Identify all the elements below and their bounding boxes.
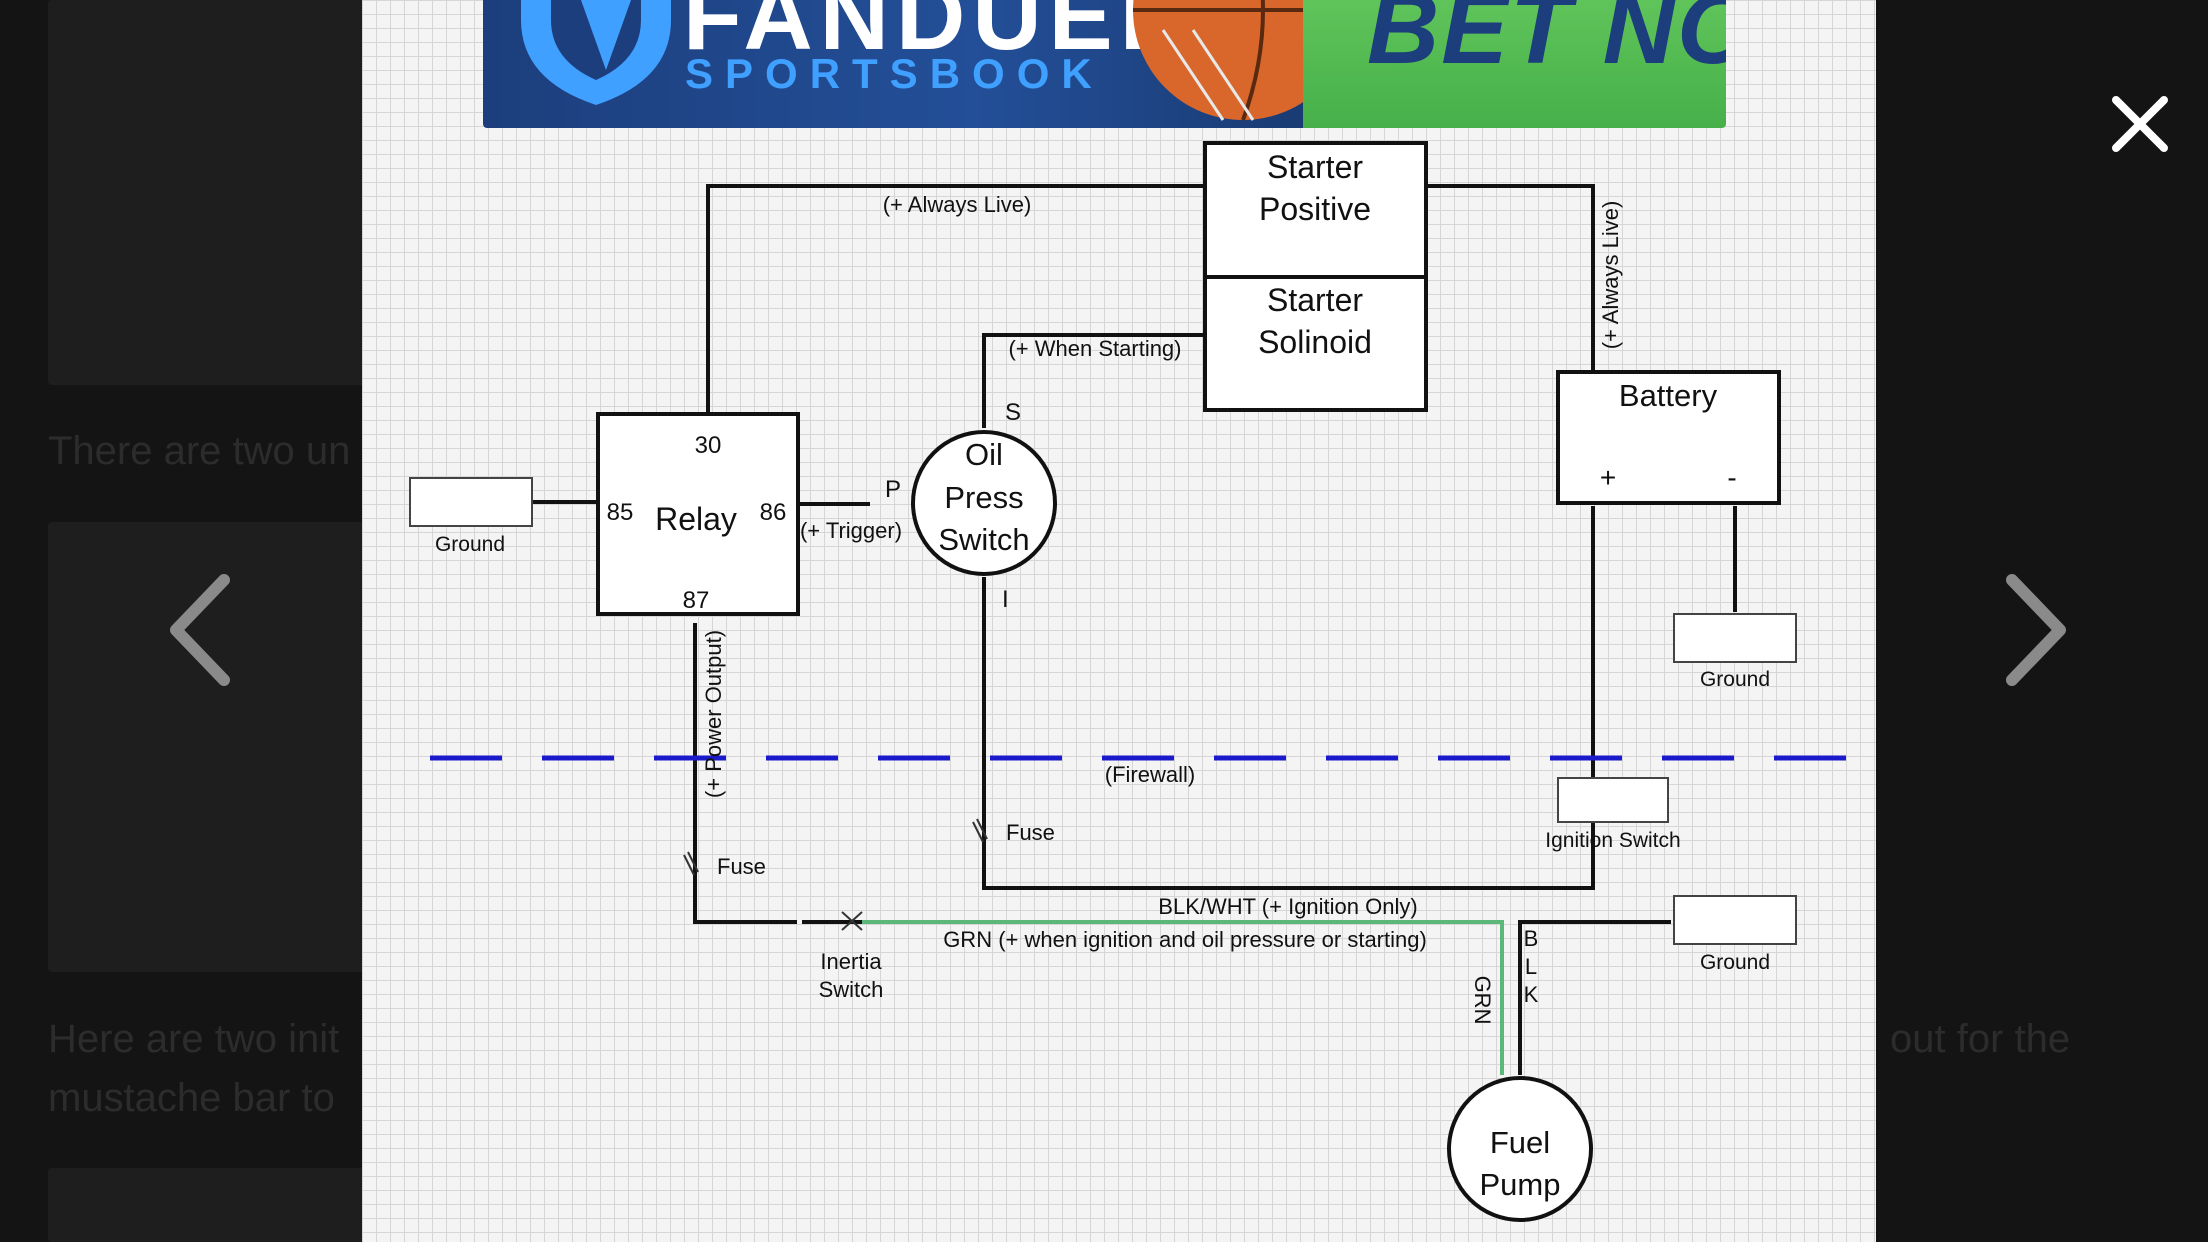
fuel-pump-line2: Pump (1480, 1167, 1561, 1202)
oil-press-switch: Oil Press Switch S P I (885, 399, 1057, 613)
ad-cta-panel[interactable]: BET NOW (1303, 0, 1726, 128)
wires (533, 184, 1737, 1075)
battery-plus: + (1600, 462, 1616, 493)
blk-wht-label: BLK/WHT (+ Ignition Only) (1158, 894, 1417, 919)
close-icon (2112, 96, 2168, 152)
power-output-label: (+ Power Output) (701, 630, 726, 798)
ground-label-pump: Ground (1700, 951, 1770, 974)
ground-label-relay: Ground (435, 533, 505, 556)
sportsbook-ad-banner[interactable]: FANDUEL SPORTSBOOK BET NOW (483, 0, 1726, 128)
trigger-label: (+ Trigger) (800, 518, 902, 543)
wire-when-starting (982, 333, 1205, 428)
background-text-2: Here are two init (48, 1017, 340, 1061)
ground-blocks (409, 477, 1797, 945)
background-text-3: mustache bar to (48, 1076, 335, 1120)
ad-brand-sub: SPORTSBOOK (685, 50, 1104, 97)
inertia-switch-line1: Inertia (820, 949, 882, 974)
oil-switch-s-terminal: S (1005, 399, 1021, 426)
wire-blk-wht (982, 577, 1595, 890)
wiring-diagram: Starter Positive Starter Solinoid Batter… (409, 141, 1852, 1222)
inertia-switch-icon (841, 911, 863, 931)
oil-switch-line3: Switch (938, 522, 1029, 557)
basketball-icon (1133, 0, 1353, 121)
starter-solinoid-box: Starter Solinoid (1203, 275, 1428, 412)
battery-minus: - (1727, 462, 1736, 493)
chevron-right-icon (2006, 574, 2066, 686)
background-image-1 (48, 0, 368, 385)
grn-vertical-label: GRN (1470, 976, 1495, 1025)
wire-power-output (693, 623, 797, 924)
fuse-icon-left (683, 851, 699, 876)
background-text-4: out for the (1890, 1017, 2071, 1061)
grn-label: GRN (+ when ignition and oil pressure or… (943, 927, 1427, 952)
battery-label: Battery (1619, 378, 1718, 413)
starter-solinoid-line1: Starter (1267, 282, 1363, 318)
relay-label: Relay (655, 501, 737, 537)
fuse-label-left: Fuse (717, 854, 766, 879)
ground-block-battery (1673, 613, 1797, 663)
blk-letter-k: K (1524, 982, 1539, 1007)
previous-image-button[interactable] (160, 570, 240, 690)
wire-always-live-right (1426, 184, 1595, 372)
oil-switch-line1: Oil (965, 437, 1003, 472)
fuse-label-right: Fuse (1006, 820, 1055, 845)
when-starting-label: (+ When Starting) (1008, 336, 1181, 361)
relay-box: 30 85 86 Relay 87 (596, 412, 800, 616)
background-image-3 (48, 1168, 368, 1242)
wire-always-live-top (706, 184, 1205, 414)
shield-logo-icon (521, 0, 671, 105)
next-image-button[interactable] (1996, 570, 2076, 690)
ground-block-pump (1673, 895, 1797, 945)
image-viewer: FANDUEL SPORTSBOOK BET NOW (362, 0, 1876, 1242)
always-live-label-right: (+ Always Live) (1598, 201, 1623, 350)
wire-grn (854, 920, 1504, 1075)
starter-positive-line1: Starter (1267, 149, 1363, 185)
close-button[interactable] (2108, 92, 2172, 156)
starter-positive-box: Starter Positive (1203, 141, 1428, 279)
oil-switch-i-terminal: I (1002, 586, 1009, 613)
relay-pin-85: 85 (607, 499, 634, 526)
fuse-icon-right (972, 818, 988, 843)
background-text-1: There are two un (48, 429, 351, 473)
oil-switch-line2: Press (944, 480, 1023, 515)
inertia-switch-line2: Switch (819, 977, 884, 1002)
ignition-switch-label: Ignition Switch (1545, 829, 1680, 852)
bet-now-button[interactable]: BET NOW (1367, 0, 1726, 85)
ad-brand-panel: FANDUEL SPORTSBOOK (483, 0, 1353, 128)
fuel-pump: Fuel Pump (1447, 1076, 1593, 1222)
oil-switch-p-terminal: P (885, 476, 901, 503)
ad-brand-name: FANDUEL (683, 0, 1186, 70)
relay-pin-86: 86 (760, 499, 787, 526)
ground-block-relay (409, 477, 533, 527)
ignition-switch-block (1557, 777, 1669, 823)
fuel-pump-line1: Fuel (1490, 1125, 1550, 1160)
relay-pin-87: 87 (683, 587, 710, 614)
battery-box: Battery + - (1556, 370, 1781, 505)
blk-letter-l: L (1525, 954, 1537, 979)
blk-letter-b: B (1524, 926, 1539, 951)
always-live-label-top: (+ Always Live) (883, 192, 1032, 217)
ground-label-battery: Ground (1700, 668, 1770, 691)
fuse-symbols (683, 818, 988, 931)
starter-solinoid-line2: Solinoid (1258, 324, 1372, 360)
firewall-label: (Firewall) (1105, 762, 1195, 787)
chevron-left-icon (170, 574, 230, 686)
relay-pin-30: 30 (695, 432, 722, 459)
starter-positive-line2: Positive (1259, 191, 1371, 227)
wire-pump-ground (1518, 920, 1671, 1075)
